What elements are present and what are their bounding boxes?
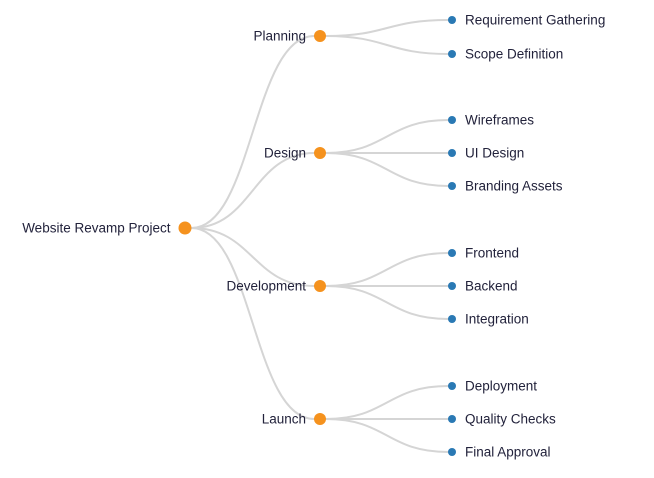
nodes-layer: Website Revamp Project Planning Requiremen… bbox=[22, 13, 605, 460]
edge-launch-to-deployment bbox=[325, 385, 449, 420]
edge-development-to-frontend bbox=[325, 252, 449, 287]
leaf-node-label-frontend: Frontend bbox=[465, 246, 519, 261]
leaf-node-dot-backend[interactable] bbox=[448, 282, 456, 290]
leaf-node-label-branding-assets: Branding Assets bbox=[465, 179, 563, 194]
branch-node-label-launch: Launch bbox=[262, 412, 306, 427]
leaf-node-label-ui-design: UI Design bbox=[465, 146, 524, 161]
root-node-label: Website Revamp Project bbox=[22, 221, 171, 236]
leaf-node-dot-wireframes[interactable] bbox=[448, 116, 456, 124]
leaf-node-dot-scope-definition[interactable] bbox=[448, 50, 456, 58]
leaf-node-dot-integration[interactable] bbox=[448, 315, 456, 323]
edge-root-to-design bbox=[190, 152, 315, 229]
leaf-node-dot-branding-assets[interactable] bbox=[448, 182, 456, 190]
edge-root-to-launch bbox=[190, 227, 315, 420]
edge-planning-to-scope-definition bbox=[325, 35, 449, 55]
leaf-node-label-deployment: Deployment bbox=[465, 379, 537, 394]
branch-node-dot-planning[interactable] bbox=[314, 30, 326, 42]
edge-launch-to-final-approval bbox=[325, 418, 449, 453]
leaf-node-label-scope-definition: Scope Definition bbox=[465, 47, 563, 62]
branch-node-label-development: Development bbox=[226, 279, 306, 294]
leaf-node-dot-ui-design[interactable] bbox=[448, 149, 456, 157]
leaf-node-label-requirement-gathering: Requirement Gathering bbox=[465, 13, 605, 28]
leaf-node-dot-requirement-gathering[interactable] bbox=[448, 16, 456, 24]
branch-node-label-design: Design bbox=[264, 146, 306, 161]
leaf-node-label-wireframes: Wireframes bbox=[465, 113, 534, 128]
edge-root-to-development bbox=[190, 227, 315, 287]
leaf-node-label-integration: Integration bbox=[465, 312, 529, 327]
leaf-node-dot-final-approval[interactable] bbox=[448, 448, 456, 456]
leaf-node-dot-quality-checks[interactable] bbox=[448, 415, 456, 423]
edge-development-to-integration bbox=[325, 285, 449, 320]
edge-planning-to-requirement-gathering bbox=[325, 19, 449, 37]
edge-root-to-planning bbox=[190, 35, 315, 229]
branch-node-dot-development[interactable] bbox=[314, 280, 326, 292]
edge-design-to-branding-assets bbox=[325, 152, 449, 187]
edge-design-to-wireframes bbox=[325, 119, 449, 154]
leaf-node-dot-deployment[interactable] bbox=[448, 382, 456, 390]
root-node-dot[interactable] bbox=[178, 221, 192, 235]
leaf-node-dot-frontend[interactable] bbox=[448, 249, 456, 257]
branch-node-dot-launch[interactable] bbox=[314, 413, 326, 425]
branch-node-label-planning: Planning bbox=[253, 29, 306, 44]
leaf-node-label-final-approval: Final Approval bbox=[465, 445, 551, 460]
leaf-node-label-quality-checks: Quality Checks bbox=[465, 412, 556, 427]
edges-layer bbox=[190, 19, 449, 453]
branch-node-dot-design[interactable] bbox=[314, 147, 326, 159]
leaf-node-label-backend: Backend bbox=[465, 279, 518, 294]
